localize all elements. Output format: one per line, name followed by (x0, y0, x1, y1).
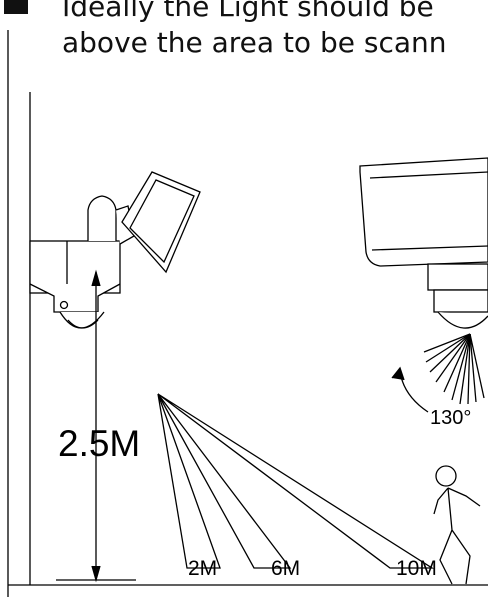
front-view-light-icon (359, 157, 488, 329)
height-dimension-arrow (56, 269, 136, 583)
distance-label-6m: 6M (271, 557, 300, 580)
distance-label-10m: 10M (396, 557, 437, 580)
instruction-line-2: above the area to be scann (62, 26, 447, 59)
bullet-square-icon (4, 0, 28, 14)
sensor-fan-rays (423, 333, 485, 405)
detection-angle-arc (391, 366, 429, 413)
person-icon (433, 465, 481, 585)
distance-label-2m: 2M (188, 557, 217, 580)
mount-height-label: 2.5M (58, 423, 140, 464)
detection-range-beams (157, 393, 435, 569)
wall (7, 30, 31, 597)
side-view-light-icon (29, 171, 201, 329)
detection-angle-label: 130° (430, 407, 471, 429)
instruction-line-1: Ideally the Light should be (62, 0, 434, 23)
